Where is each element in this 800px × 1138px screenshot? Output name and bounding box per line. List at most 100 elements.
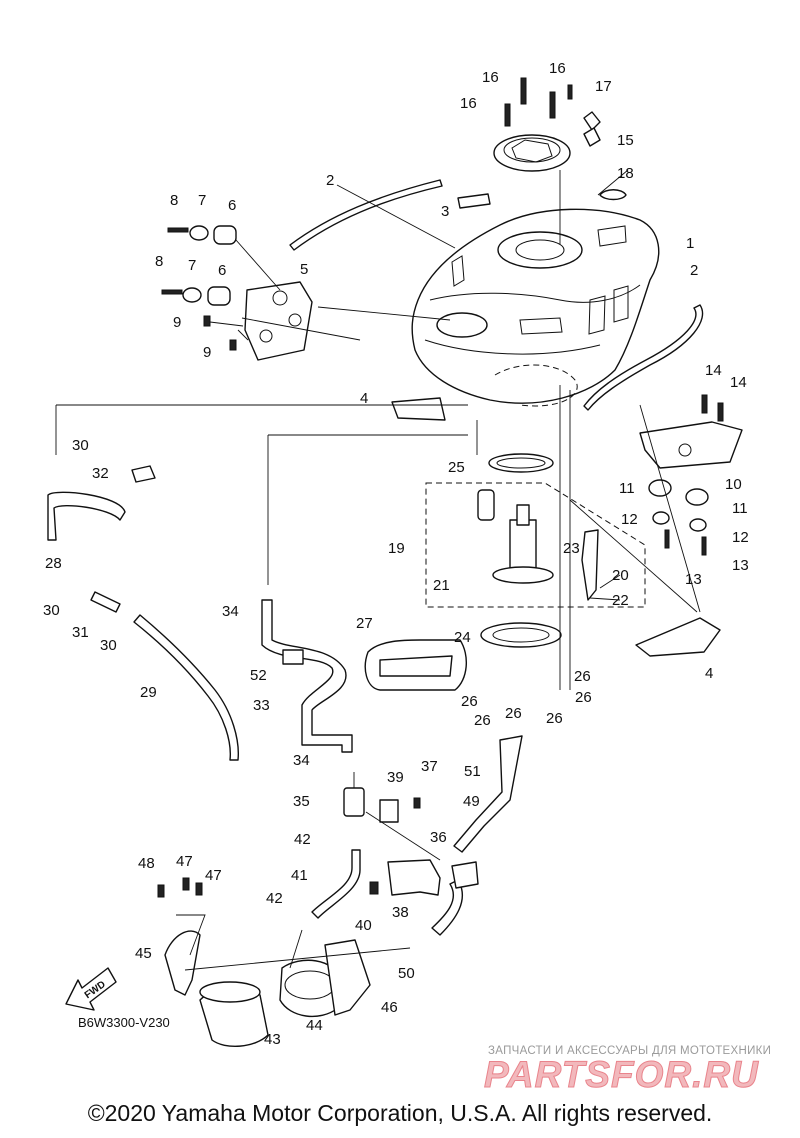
callout-47: 47 — [176, 853, 193, 870]
rear-stay-group — [639, 394, 743, 556]
callout-7: 7 — [198, 192, 206, 209]
grommet-18 — [599, 189, 627, 201]
callout-21: 21 — [433, 577, 450, 594]
callout-8: 8 — [155, 253, 163, 270]
callout-3: 3 — [441, 203, 449, 220]
callout-50: 50 — [398, 965, 415, 982]
callout-19: 19 — [388, 540, 405, 557]
fuel-tank — [411, 208, 660, 407]
callout-16: 16 — [482, 69, 499, 86]
callout-4: 4 — [705, 665, 713, 682]
callout-26: 26 — [575, 689, 592, 706]
breather-pipes-left — [47, 465, 239, 761]
callout-49: 49 — [463, 793, 480, 810]
fwd-arrow: FWD — [65, 967, 117, 1011]
callout-28: 28 — [45, 555, 62, 572]
callout-17: 17 — [595, 78, 612, 95]
callout-7: 7 — [188, 257, 196, 274]
callout-26: 26 — [461, 693, 478, 710]
callout-42: 42 — [294, 831, 311, 848]
callout-12: 12 — [732, 529, 749, 546]
callout-35: 35 — [293, 793, 310, 810]
callout-13: 13 — [732, 557, 749, 574]
callout-2: 2 — [326, 172, 334, 189]
callout-30: 30 — [72, 437, 89, 454]
mount-bracket-group — [161, 225, 313, 361]
callout-25: 25 — [448, 459, 465, 476]
callout-12: 12 — [621, 511, 638, 528]
callout-8: 8 — [170, 192, 178, 209]
callout-34: 34 — [222, 603, 239, 620]
callout-20: 20 — [612, 567, 629, 584]
callout-48: 48 — [138, 855, 155, 872]
callout-40: 40 — [355, 917, 372, 934]
callout-9: 9 — [173, 314, 181, 331]
callout-43: 43 — [264, 1031, 281, 1048]
callout-37: 37 — [421, 758, 438, 775]
callout-10: 10 — [725, 476, 742, 493]
callout-44: 44 — [306, 1017, 323, 1034]
watermark-logo: PARTSFOR.RU — [484, 1054, 759, 1096]
callout-15: 15 — [617, 132, 634, 149]
callout-42: 42 — [266, 890, 283, 907]
canister-group — [157, 877, 371, 1048]
callout-33: 33 — [253, 697, 270, 714]
protector-left — [391, 397, 446, 421]
bracket-38 — [387, 859, 441, 896]
callout-46: 46 — [381, 999, 398, 1016]
parts-diagram: FWD 16 16 16 17 15 18 2 3 — [43, 60, 749, 1048]
callout-18: 18 — [617, 165, 634, 182]
callout-27: 27 — [356, 615, 373, 632]
callout-4: 4 — [360, 390, 368, 407]
bolt-40 — [369, 881, 379, 895]
callout-11: 11 — [732, 500, 748, 517]
callout-30: 30 — [100, 637, 117, 654]
callout-29: 29 — [140, 684, 157, 701]
joint-36 — [451, 861, 479, 889]
callout-39: 39 — [387, 769, 404, 786]
callout-22: 22 — [612, 592, 629, 609]
fuel-cap-assembly — [493, 77, 601, 172]
diagram-code: B6W3300-V230 — [78, 1015, 170, 1030]
callout-52: 52 — [250, 667, 267, 684]
hose-27 — [364, 639, 467, 691]
leader-lines — [55, 169, 701, 971]
callout-47: 47 — [205, 867, 222, 884]
copyright-notice: ©2020 Yamaha Motor Corporation, U.S.A. A… — [87, 1100, 713, 1126]
callout-labels: 16 16 16 17 15 18 2 3 1 2 8 7 6 8 7 6 5 … — [43, 60, 749, 1048]
callout-1: 1 — [686, 235, 694, 252]
callout-11: 11 — [619, 480, 635, 497]
callout-38: 38 — [392, 904, 409, 921]
callout-2: 2 — [690, 262, 698, 279]
callout-32: 32 — [92, 465, 109, 482]
callout-31: 31 — [72, 624, 89, 641]
breather-hose — [289, 179, 704, 411]
callout-26: 26 — [505, 705, 522, 722]
hose-33 — [261, 599, 353, 753]
fuel-pump-assembly — [425, 453, 646, 648]
callout-34: 34 — [293, 752, 310, 769]
callout-30: 30 — [43, 602, 60, 619]
callout-24: 24 — [454, 629, 471, 646]
callout-51: 51 — [464, 763, 481, 780]
callout-6: 6 — [218, 262, 226, 279]
callout-6: 6 — [228, 197, 236, 214]
label-sticker — [457, 193, 491, 209]
protector-right — [635, 617, 721, 657]
watermark-subtitle: ЗАПЧАСТИ И АКСЕССУАРЫ ДЛЯ МОТОТЕХНИКИ — [488, 1045, 772, 1057]
callout-14: 14 — [705, 362, 722, 379]
callout-23: 23 — [563, 540, 580, 557]
filter-group — [311, 735, 523, 936]
callout-26: 26 — [474, 712, 491, 729]
callout-13: 13 — [685, 571, 702, 588]
callout-5: 5 — [300, 261, 308, 278]
callout-9: 9 — [203, 344, 211, 361]
callout-16: 16 — [460, 95, 477, 112]
callout-26: 26 — [546, 710, 563, 727]
callout-45: 45 — [135, 945, 152, 962]
callout-16: 16 — [549, 60, 566, 77]
callout-36: 36 — [430, 829, 447, 846]
callout-41: 41 — [291, 867, 308, 884]
callout-26: 26 — [574, 668, 591, 685]
callout-14: 14 — [730, 374, 747, 391]
